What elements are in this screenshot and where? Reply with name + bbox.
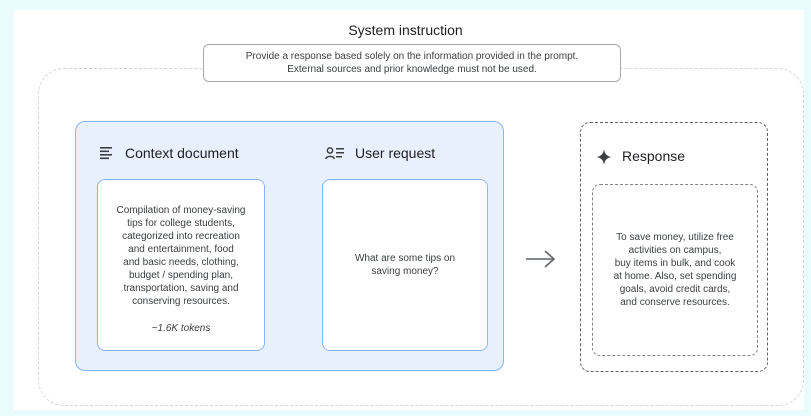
document-lines-icon xyxy=(99,146,115,160)
sparkle-icon xyxy=(596,149,612,165)
user-list-icon xyxy=(325,146,345,160)
user-request-line: What are some tips on xyxy=(354,253,456,264)
response-card: To save money, utilize free activities o… xyxy=(592,184,758,356)
context-line: and entertainment, food xyxy=(128,244,234,255)
context-line: transportation, saving and xyxy=(123,283,239,294)
right-arrow-icon xyxy=(525,249,557,274)
response-line: buy items in bulk, and cook xyxy=(614,258,736,269)
system-instruction-line: Provide a response based solely on the i… xyxy=(245,51,579,62)
user-request-card: What are some tips on saving money? xyxy=(322,179,488,351)
response-line: goals, avoid credit cards, xyxy=(619,284,731,295)
system-instruction-title: System instruction xyxy=(348,22,463,38)
response-line: activities on campus, xyxy=(628,245,722,256)
context-line: tips for college students, xyxy=(127,218,235,229)
context-line: Compilation of money-saving xyxy=(116,205,246,216)
user-request-label: User request xyxy=(355,145,436,161)
system-instruction-box: Provide a response based solely on the i… xyxy=(203,44,621,82)
context-line: budget / spending plan, xyxy=(129,270,233,281)
context-line: categorized into recreation xyxy=(122,231,240,242)
context-document-card: Compilation of money-saving tips for col… xyxy=(97,179,265,351)
response-line: at home. Also, set spending xyxy=(613,271,737,282)
system-instruction-line: External sources and prior knowledge mus… xyxy=(287,64,537,75)
context-line: conserving resources. xyxy=(132,296,230,307)
user-request-header: User request xyxy=(325,145,435,161)
token-count: ~1.6K tokens xyxy=(151,323,211,334)
response-header: Response xyxy=(596,148,686,165)
context-document-header: Context document xyxy=(99,145,239,161)
response-line: To save money, utilize free xyxy=(616,232,734,243)
response-label: Response xyxy=(622,148,686,164)
context-document-label: Context document xyxy=(125,145,239,161)
response-line: and conserve resources. xyxy=(620,297,730,308)
context-line: and basic needs, clothing, xyxy=(123,257,239,268)
user-request-line: saving money? xyxy=(371,266,439,277)
